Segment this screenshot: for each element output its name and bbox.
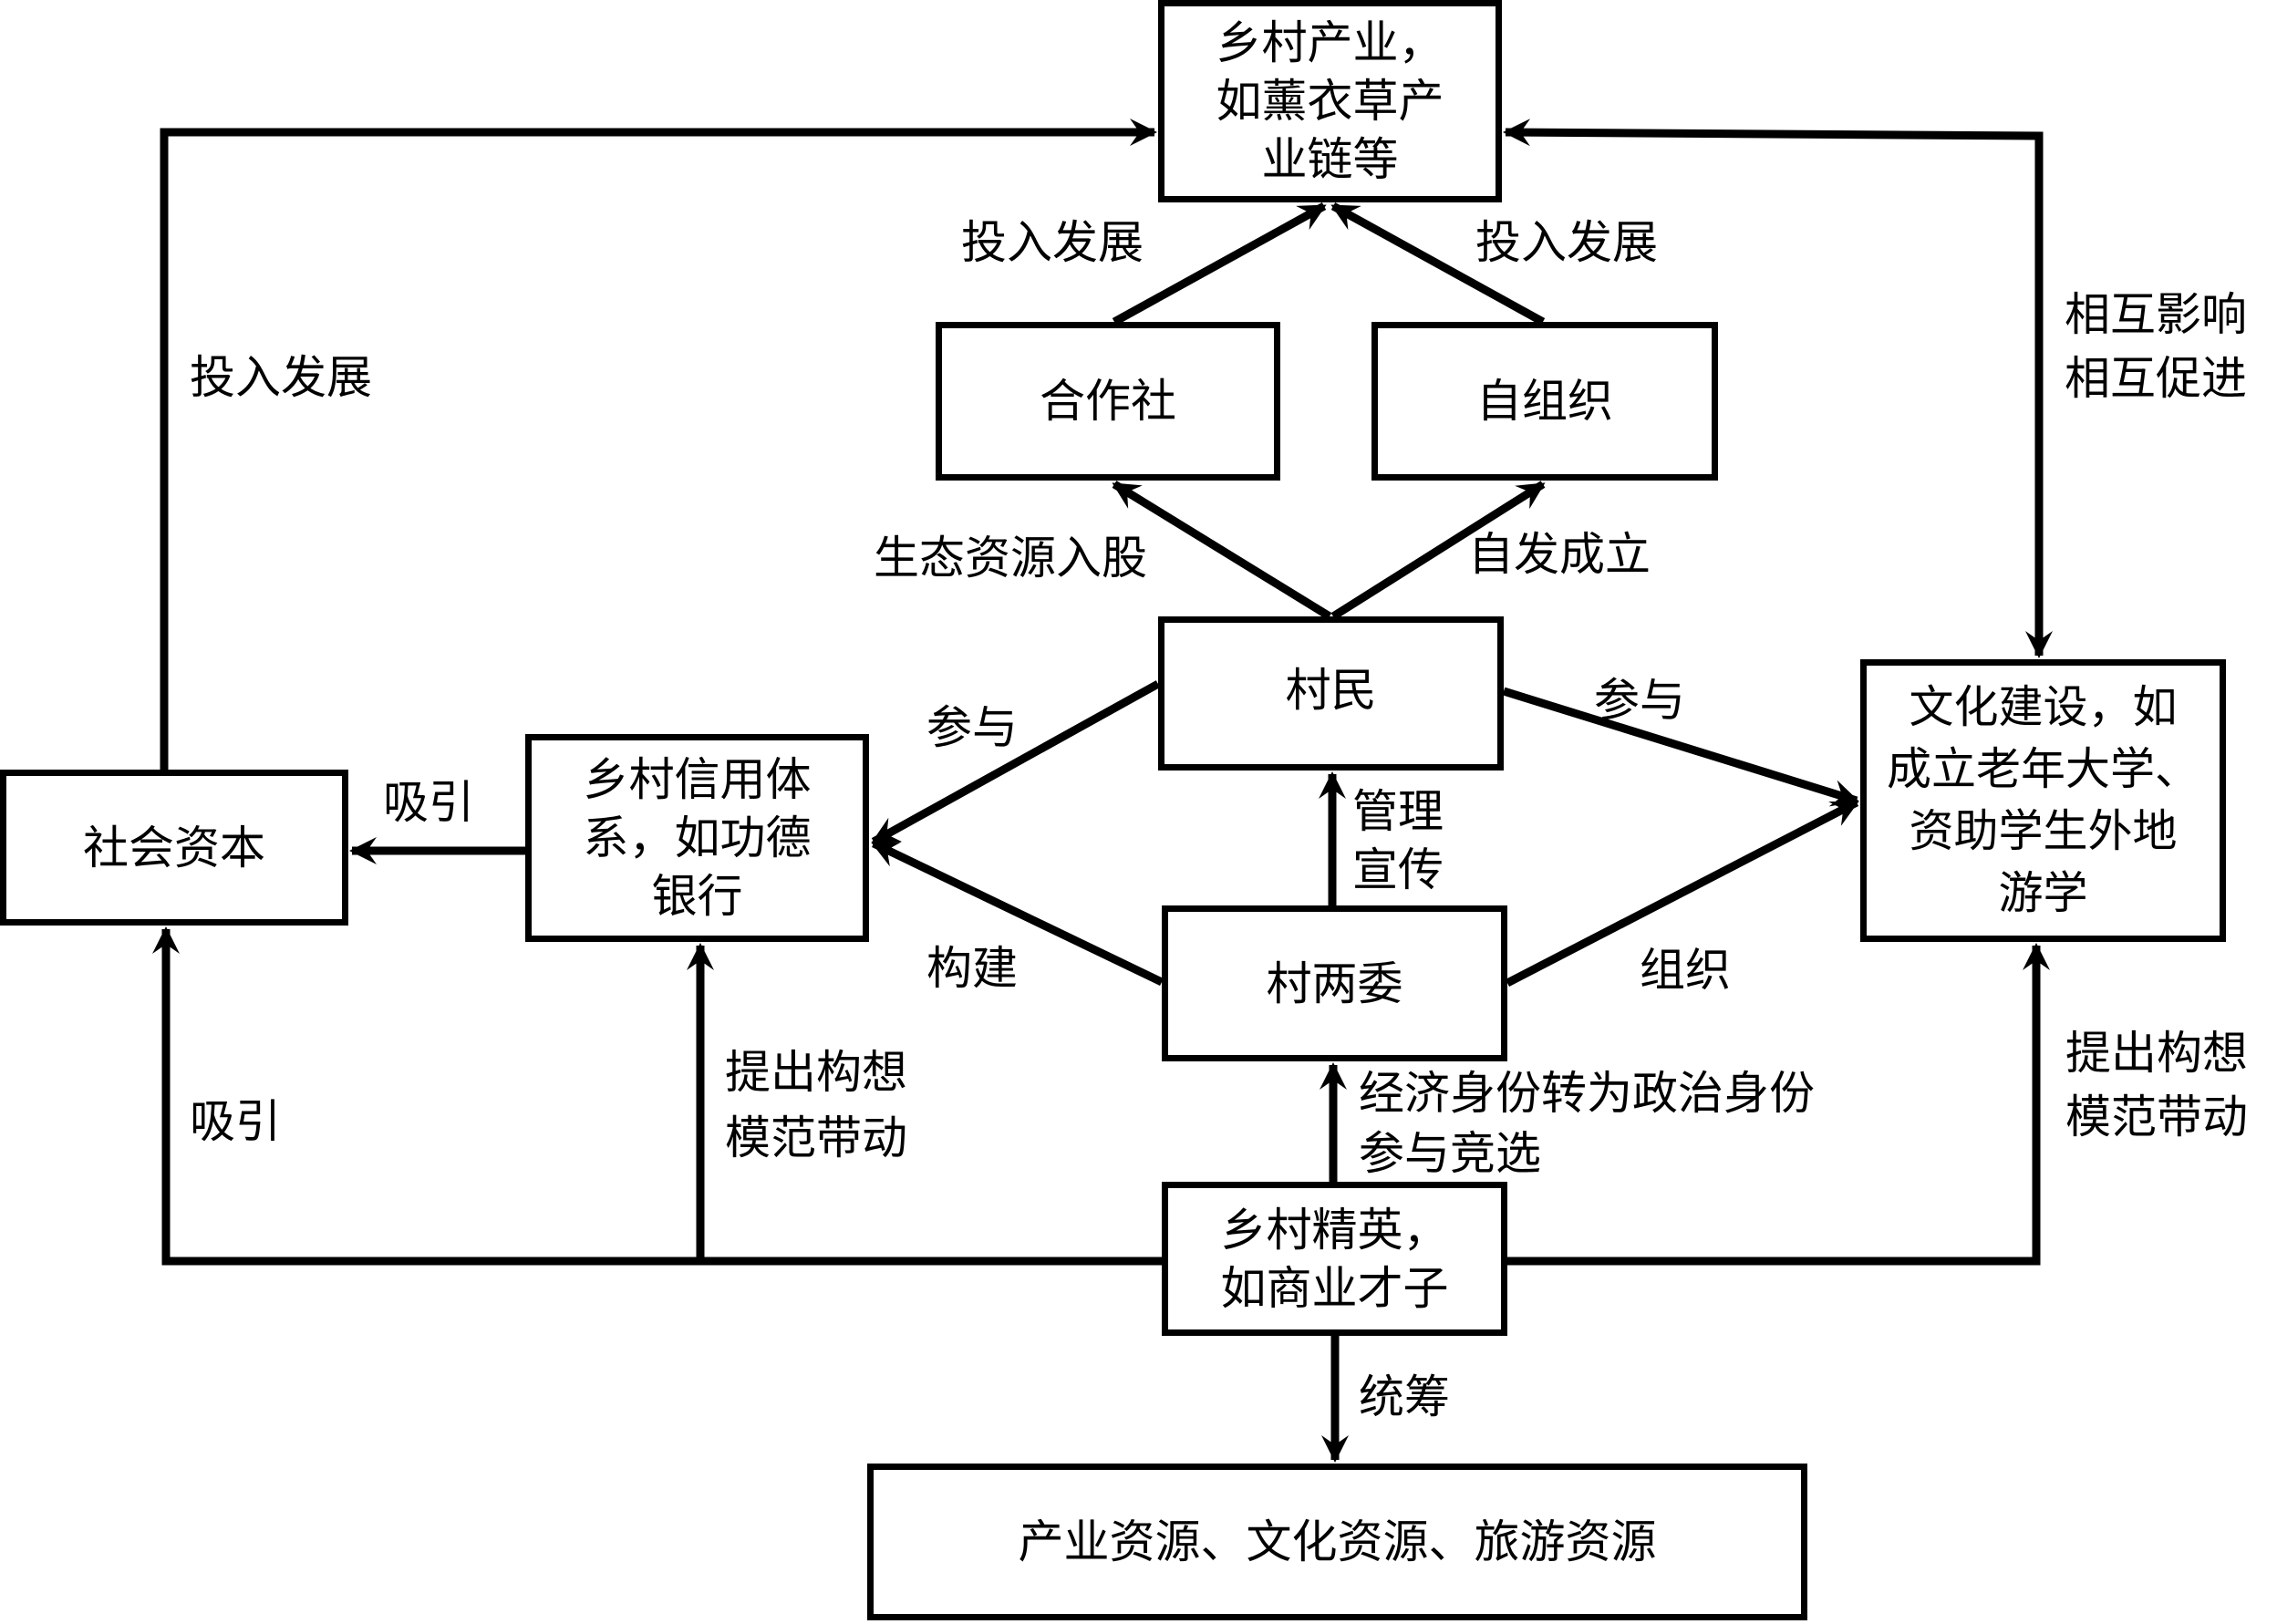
label-elite-to-culture: 提出构想 模范带动	[2065, 1027, 2248, 1143]
edge-industry-culture-mutual	[1503, 119, 2053, 658]
label-elite-to-committees: 经济身份转为政治身份 参与竞选	[1359, 1067, 1815, 1180]
node-cooperative-text: 合作社	[1040, 375, 1176, 428]
edge-elite-to-culture	[1507, 943, 2050, 1266]
node-villagers[interactable]: 村民	[1158, 616, 1504, 771]
node-credit-system-text: 乡村信用体 系，如功德 银行	[583, 753, 812, 923]
node-social-capital-text: 社会资本	[83, 821, 265, 874]
label-committees-to-culture: 组织	[1640, 944, 1731, 997]
node-cultural-construction[interactable]: 文化建设，如 成立老年大学、 资助学生外地 游学	[1860, 659, 2226, 942]
label-selforg-to-industry: 投入发展	[1475, 216, 1658, 269]
label-villagers-to-coop: 生态资源入股	[874, 532, 1147, 584]
node-social-capital[interactable]: 社会资本	[0, 770, 348, 926]
label-elite-to-credit: 提出构想 模范带动	[725, 1046, 907, 1164]
edge-villagers-to-culture	[1502, 687, 1859, 807]
label-villagers-to-selforg: 自发成立	[1468, 528, 1651, 581]
node-villagers-text: 村民	[1285, 664, 1377, 717]
node-cultural-construction-text: 文化建设，如 成立老年大学、 资助学生外地 游学	[1886, 681, 2199, 919]
label-villagers-to-culture: 参与	[1594, 674, 1685, 727]
edge-selforg-to-industry	[1330, 202, 1546, 326]
edge-committees-to-credit	[871, 839, 1164, 987]
label-industry-culture-mutual: 相互影响 相互促进	[2065, 288, 2247, 405]
label-elite-to-social-capital: 吸引	[190, 1095, 281, 1148]
label-coop-to-industry: 投入发展	[961, 216, 1144, 269]
node-cooperative[interactable]: 合作社	[936, 322, 1280, 481]
label-committees-to-credit: 构建	[926, 942, 1018, 995]
edge-elite-left-bus	[152, 926, 1162, 1266]
node-rural-industry-text: 乡村产业， 如薰衣草产 业链等	[1216, 16, 1444, 186]
node-self-organization[interactable]: 自组织	[1371, 322, 1718, 481]
edge-coop-to-industry	[1112, 202, 1327, 326]
label-credit-to-social-capital: 吸引	[383, 776, 474, 829]
label-committees-to-villagers: 管理 宣传	[1352, 785, 1444, 896]
node-rural-elite-text: 乡村精英， 如商业才子	[1220, 1203, 1449, 1315]
edge-villagers-to-selforg	[1330, 481, 1546, 620]
edge-committees-to-culture	[1505, 799, 1859, 987]
edge-social-capital-to-industry	[160, 119, 1157, 770]
node-self-organization-text: 自组织	[1476, 375, 1613, 428]
edge-villagers-to-coop	[1112, 481, 1332, 620]
edge-villagers-to-credit	[871, 680, 1161, 845]
label-villagers-to-credit: 参与	[926, 701, 1018, 754]
label-social-capital-to-industry: 投入发展	[190, 351, 372, 404]
node-credit-system[interactable]: 乡村信用体 系，如功德 银行	[525, 734, 869, 942]
node-village-committees-text: 村两委	[1266, 957, 1403, 1010]
node-resources[interactable]: 产业资源、文化资源、旅游资源	[867, 1464, 1807, 1620]
node-rural-industry[interactable]: 乡村产业， 如薰衣草产 业链等	[1158, 0, 1502, 202]
node-resources-text: 产业资源、文化资源、旅游资源	[1018, 1515, 1657, 1568]
node-village-committees[interactable]: 村两委	[1162, 905, 1507, 1061]
label-elite-to-resources: 统筹	[1359, 1371, 1450, 1423]
node-rural-elite[interactable]: 乡村精英， 如商业才子	[1162, 1182, 1507, 1336]
